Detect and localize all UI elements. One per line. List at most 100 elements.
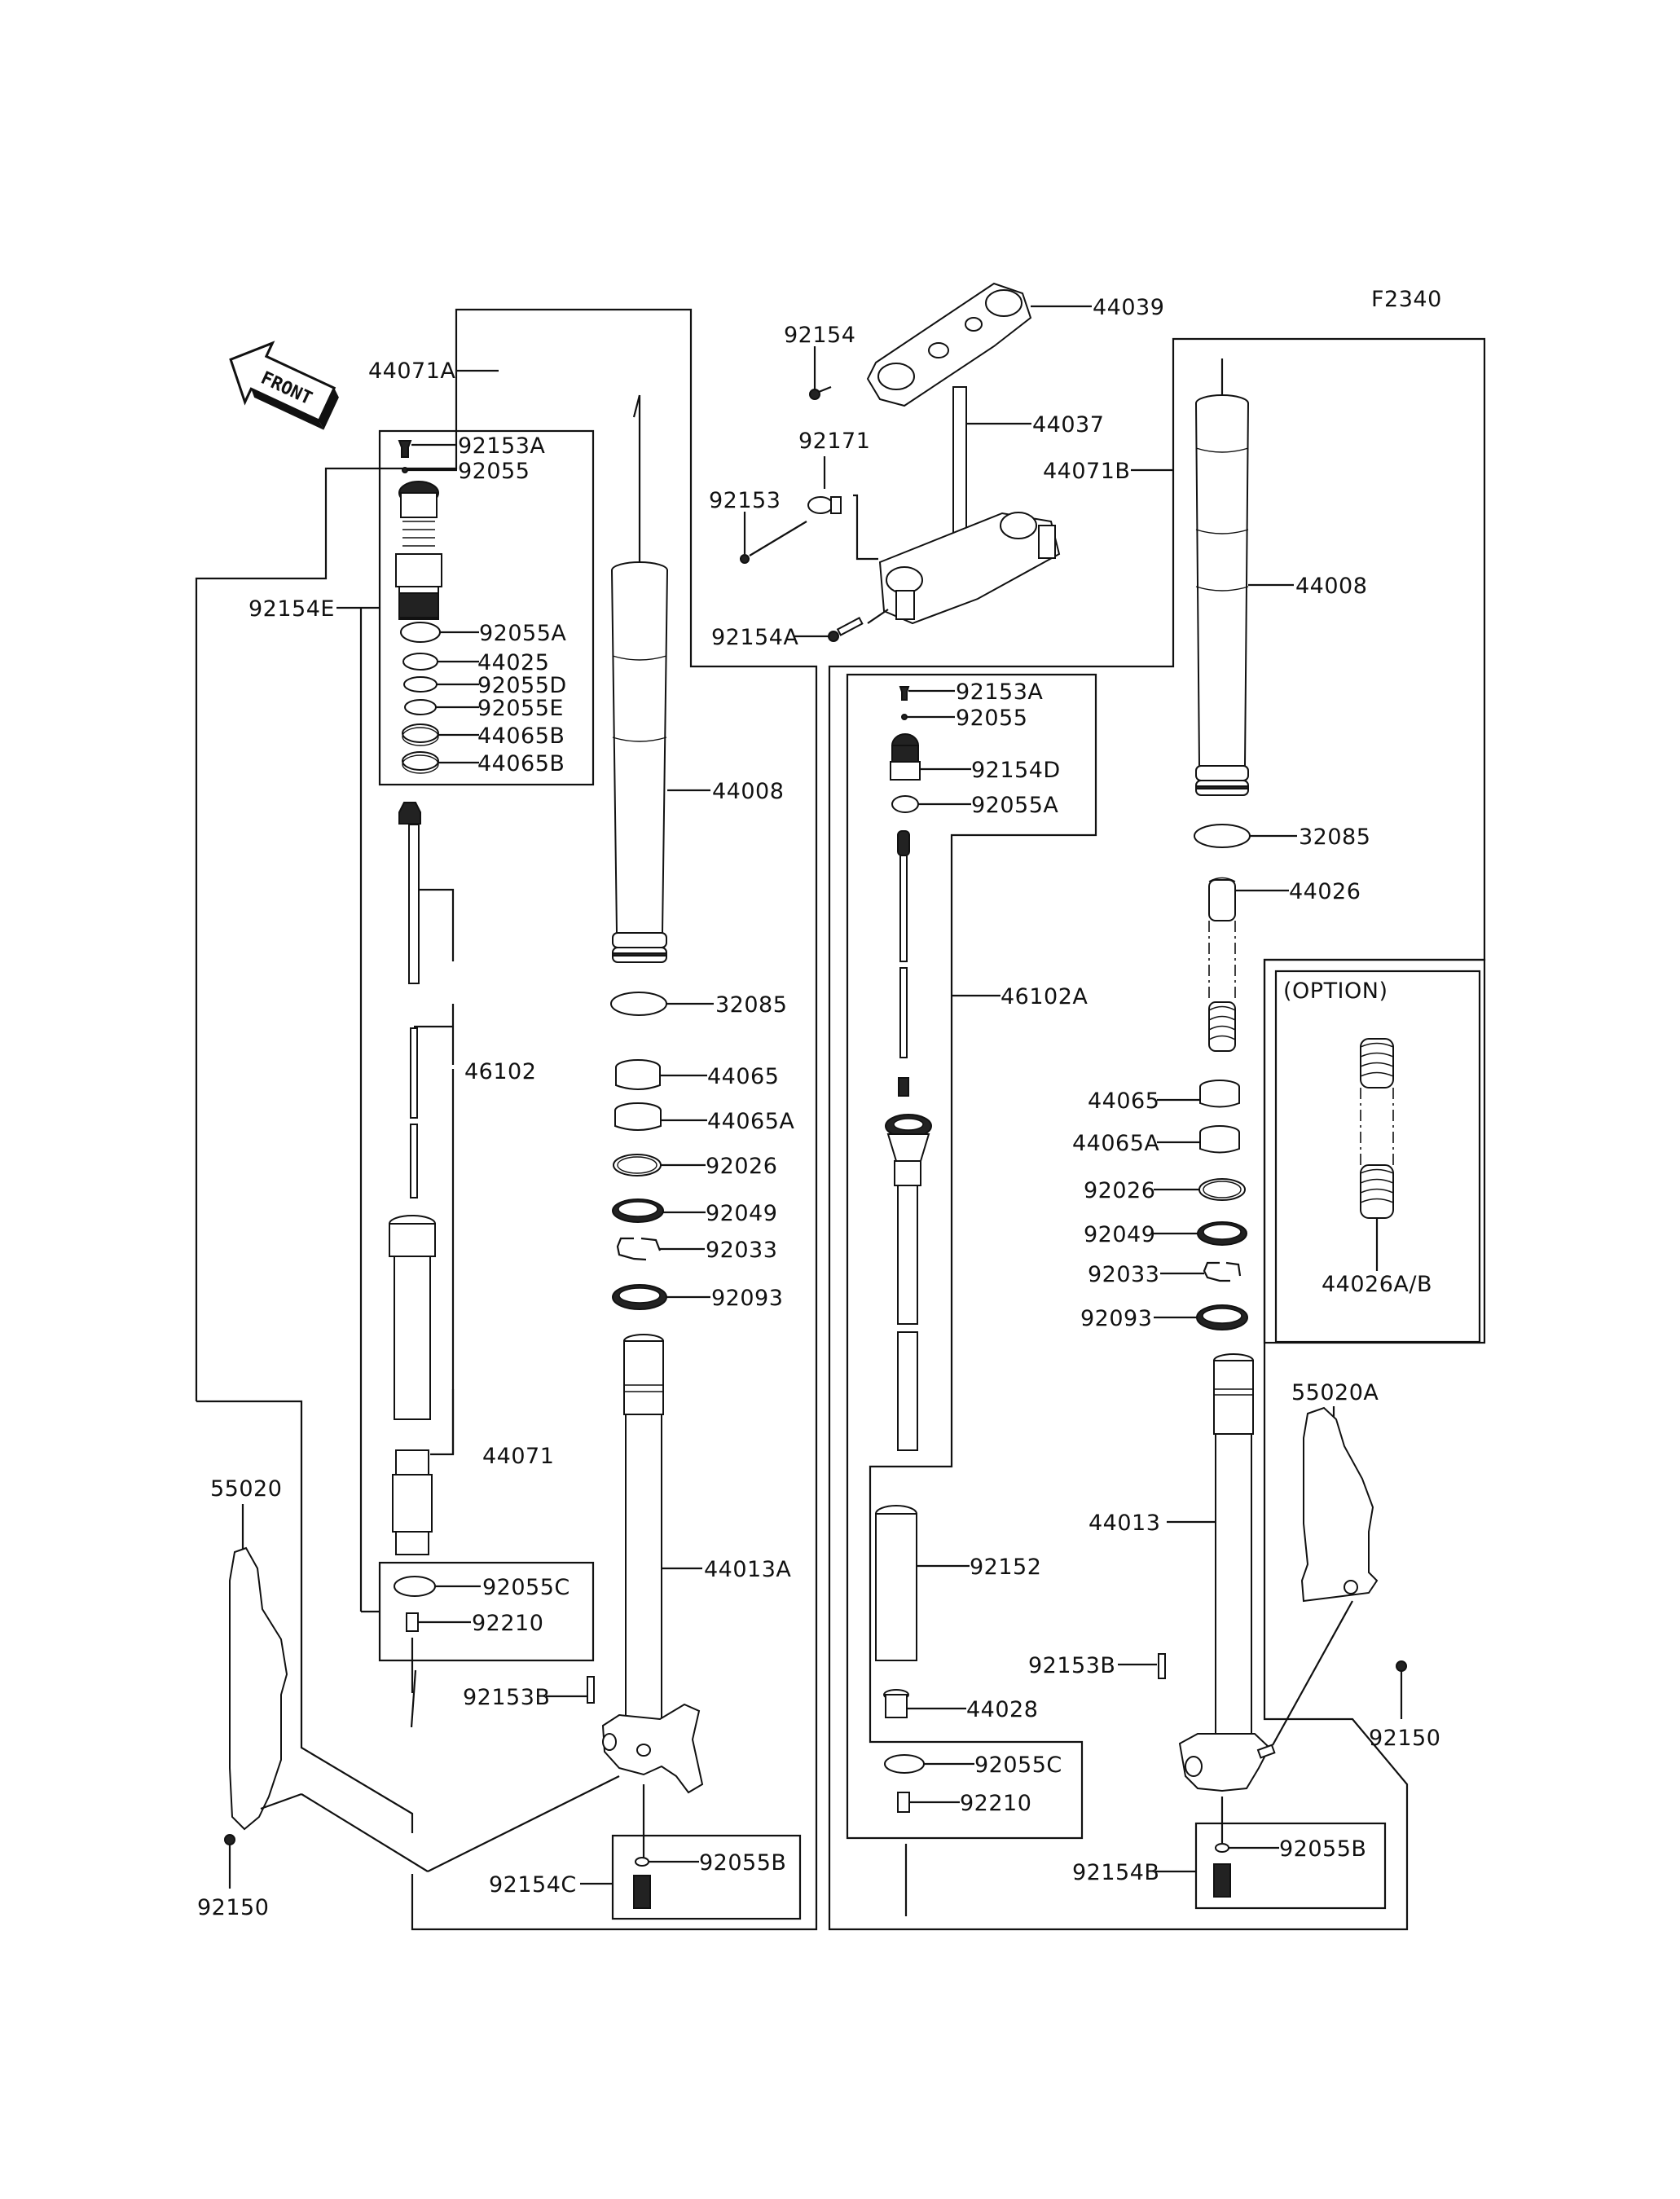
- part-92033-circlip-left: [616, 1237, 705, 1261]
- part-46102-damper-rod: [398, 802, 421, 1198]
- part-92154C-drain-bolt: [633, 1875, 651, 1909]
- label-92026-left: 92026: [706, 1154, 777, 1179]
- label-92154E: 92154E: [248, 596, 335, 622]
- part-92049-oil-seal-left: [612, 1198, 706, 1223]
- part-44028-bushing: [883, 1689, 966, 1718]
- part-44008-outer-tube-left: [611, 561, 668, 963]
- part-32085-ring-right: [1194, 824, 1297, 848]
- part-92093-dust-seal-right: [1154, 1304, 1248, 1330]
- label-92093-right: 92093: [1080, 1306, 1152, 1331]
- label-44025: 44025: [477, 650, 549, 675]
- label-44013: 44013: [1088, 1511, 1160, 1536]
- label-92049-right: 92049: [1084, 1222, 1155, 1247]
- part-92210-bolt-mid: [897, 1792, 960, 1813]
- part-92055E-oring: [404, 699, 479, 715]
- part-92154B-drain-bolt: [1213, 1863, 1231, 1898]
- label-32085-right: 32085: [1299, 825, 1370, 850]
- part-cartridge-mid: [885, 1114, 932, 1451]
- label-55020A: 55020A: [1291, 1380, 1379, 1405]
- label-92153B-left: 92153B: [463, 1685, 550, 1710]
- label-92153A-mid: 92153A: [956, 679, 1043, 705]
- part-44065A-bushing-right: [1157, 1125, 1240, 1154]
- label-44071: 44071: [482, 1444, 554, 1469]
- label-92055B-right: 92055B: [1279, 1836, 1366, 1862]
- label-92152: 92152: [970, 1555, 1041, 1580]
- assembly-left-bottom-box: [378, 1561, 595, 1662]
- label-92210-left: 92210: [472, 1611, 543, 1636]
- label-92093-left: 92093: [711, 1286, 783, 1311]
- part-92153B-bolt-right: [1118, 1653, 1166, 1679]
- label-92154B: 92154B: [1072, 1860, 1159, 1885]
- option-box: [1274, 970, 1481, 1344]
- label-92171: 92171: [798, 429, 870, 454]
- part-92055-oring-mid: [901, 714, 955, 720]
- part-44065-bushing-left: [615, 1059, 707, 1090]
- part-44065B-bushing-1: [402, 723, 479, 746]
- part-92153-screw-clamp: [740, 512, 807, 564]
- part-44026-fork-spring: [1208, 877, 1236, 1052]
- label-44026AB: 44026A/B: [1322, 1272, 1432, 1297]
- label-92153B-right: 92153B: [1028, 1653, 1115, 1678]
- label-92154A: 92154A: [711, 625, 798, 650]
- label-44065A-right: 44065A: [1072, 1131, 1159, 1156]
- part-44065-bushing-right: [1157, 1080, 1240, 1108]
- part-55020A-fork-guard: [1300, 1406, 1379, 1603]
- part-92026-washer-left: [613, 1154, 706, 1176]
- label-44071A: 44071A: [368, 358, 455, 384]
- label-92055B-left: 92055B: [699, 1850, 786, 1876]
- part-44071-cartridge-cylinder: [389, 1215, 436, 1555]
- part-92055C-oring-left: [394, 1576, 481, 1597]
- label-32085-left: 32085: [715, 992, 787, 1018]
- label-92153A-left: 92153A: [458, 433, 545, 459]
- label-92150-left: 92150: [197, 1895, 269, 1920]
- part-44039-upper-triple-clamp: [866, 282, 1032, 407]
- label-92210-mid: 92210: [960, 1791, 1031, 1816]
- label-44065A-left: 44065A: [707, 1109, 794, 1134]
- label-92055A-mid: 92055A: [971, 793, 1058, 818]
- part-44065A-bushing-left: [614, 1102, 707, 1131]
- part-44013A-inner-tube-left: [623, 1334, 664, 1733]
- label-44065-left: 44065: [707, 1064, 779, 1089]
- part-92153A-bleed-screw-mid: [899, 686, 955, 701]
- label-92055-mid: 92055: [956, 706, 1027, 731]
- label-92055A-left: 92055A: [479, 621, 566, 646]
- label-44065B-2: 44065B: [477, 751, 565, 776]
- part-92055D-oring: [403, 676, 479, 693]
- part-92033-circlip-right: [1160, 1261, 1242, 1282]
- part-92150-bolt-right: [1396, 1660, 1407, 1719]
- part-92055A-oring: [400, 622, 479, 643]
- label-44071B: 44071B: [1043, 459, 1130, 484]
- label-92153: 92153: [709, 488, 781, 513]
- part-92154D-cap-bolt: [890, 733, 971, 781]
- part-92055C-oring-mid: [884, 1754, 974, 1774]
- part-92055-oring-small: [402, 467, 457, 473]
- part-92055A-oring-mid: [891, 795, 971, 813]
- part-92152-collar: [875, 1505, 970, 1661]
- label-44026: 44026: [1289, 879, 1361, 904]
- assembly-44071A-outline: [195, 308, 818, 1931]
- label-44008-right: 44008: [1295, 574, 1367, 599]
- part-92154A-bolt-lower: [794, 609, 889, 642]
- label-92055C-left: 92055C: [482, 1575, 570, 1600]
- part-44026AB-option-spring: [1360, 1038, 1394, 1271]
- label-92154D: 92154D: [971, 758, 1061, 783]
- label-44065B-1: 44065B: [477, 723, 565, 749]
- part-92154-bolt-upper: [809, 346, 832, 400]
- part-92055B-oring-right: [1215, 1843, 1279, 1853]
- part-92210-bolt-left: [406, 1612, 471, 1632]
- part-44037-steering-stem-lower-clamp: [878, 386, 1061, 625]
- option-label: (OPTION): [1283, 979, 1388, 1004]
- figure-code: F2340: [1371, 287, 1442, 312]
- label-46102: 46102: [464, 1059, 536, 1084]
- part-92049-oil-seal-right: [1154, 1221, 1247, 1246]
- part-axle-bracket-left: [601, 1703, 704, 1794]
- label-44028: 44028: [966, 1697, 1038, 1722]
- label-92055-left: 92055: [458, 459, 530, 484]
- part-44013-inner-tube-right: [1213, 1353, 1254, 1744]
- part-44008-outer-tube-right: [1195, 394, 1249, 796]
- label-92154C: 92154C: [489, 1872, 577, 1898]
- part-fork-cap-assembly: [395, 481, 442, 620]
- label-44039: 44039: [1093, 295, 1164, 320]
- part-92093-dust-seal-left: [612, 1284, 710, 1310]
